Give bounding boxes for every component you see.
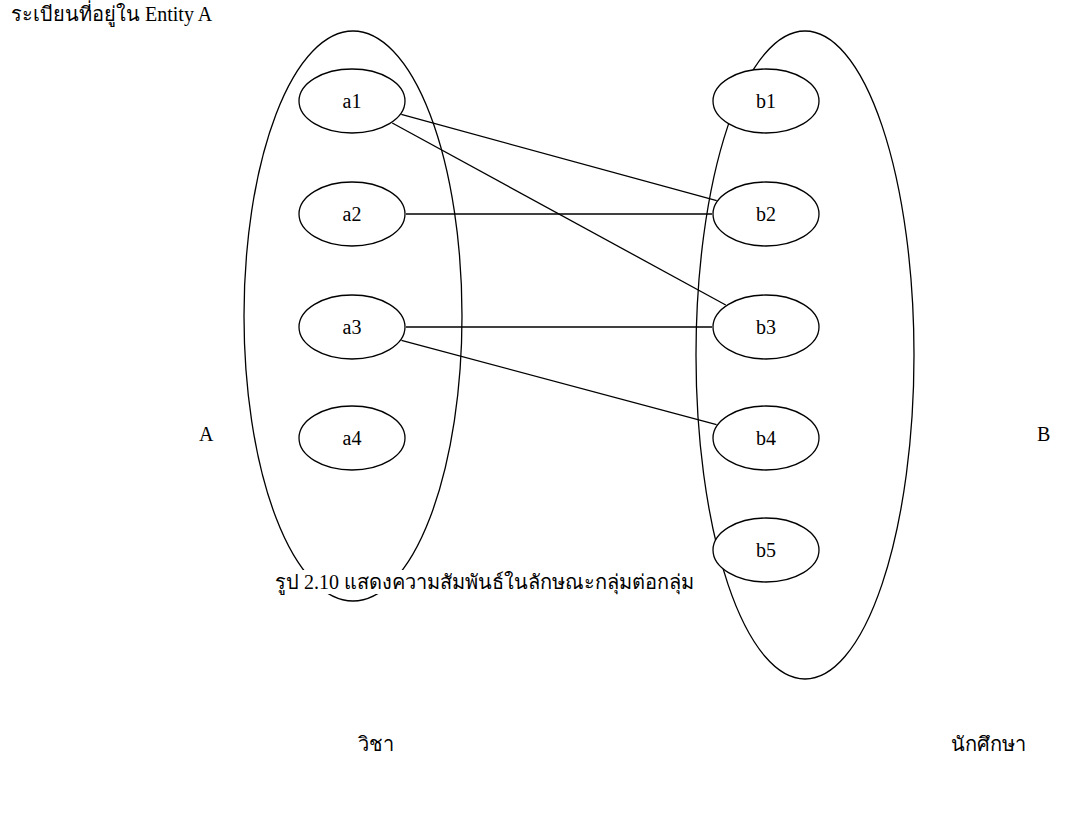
entity-name: a4 [343, 426, 362, 450]
relationship-line [401, 340, 716, 424]
relationship-line [401, 114, 716, 200]
entity-circle: b4 [712, 405, 820, 471]
entity-name: b3 [756, 315, 776, 339]
entity-name: a3 [343, 315, 362, 339]
relationship-line [406, 326, 712, 327]
entity-set-ellipse: Aa1a2a3a4 [243, 30, 463, 602]
entity-circle: a2 [298, 181, 406, 247]
entity-set-ellipse: Bb1b2b3b4b5 [695, 30, 915, 680]
set-caption: นักศึกษา [948, 732, 1029, 756]
entity-name: b4 [756, 426, 776, 450]
entity-circle: b1 [712, 68, 820, 134]
entity-name: a1 [343, 89, 362, 113]
entity-name: a2 [343, 202, 362, 226]
entity-circle: a1 [298, 68, 406, 134]
entity-circle: b3 [712, 294, 820, 360]
entity-circle: a4 [298, 405, 406, 471]
set-name: B [1037, 422, 1050, 446]
entity-circle: a3 [298, 294, 406, 360]
note-text: ระเบียนที่อยู่ใน Entity A [8, 2, 215, 26]
entity-circle: b2 [712, 181, 820, 247]
entity-name: b5 [756, 538, 776, 562]
figure-caption: รูป 2.10 แสดงความสัมพันธ์ในลักษณะกลุ่มต่… [272, 570, 697, 594]
relationship-line [406, 213, 712, 214]
set-name: A [199, 422, 213, 446]
entity-name: b1 [756, 89, 776, 113]
ellipse-outline [695, 30, 915, 680]
entity-name: b2 [756, 202, 776, 226]
entity-circle: b5 [712, 517, 820, 583]
set-caption: วิชา [355, 732, 397, 756]
